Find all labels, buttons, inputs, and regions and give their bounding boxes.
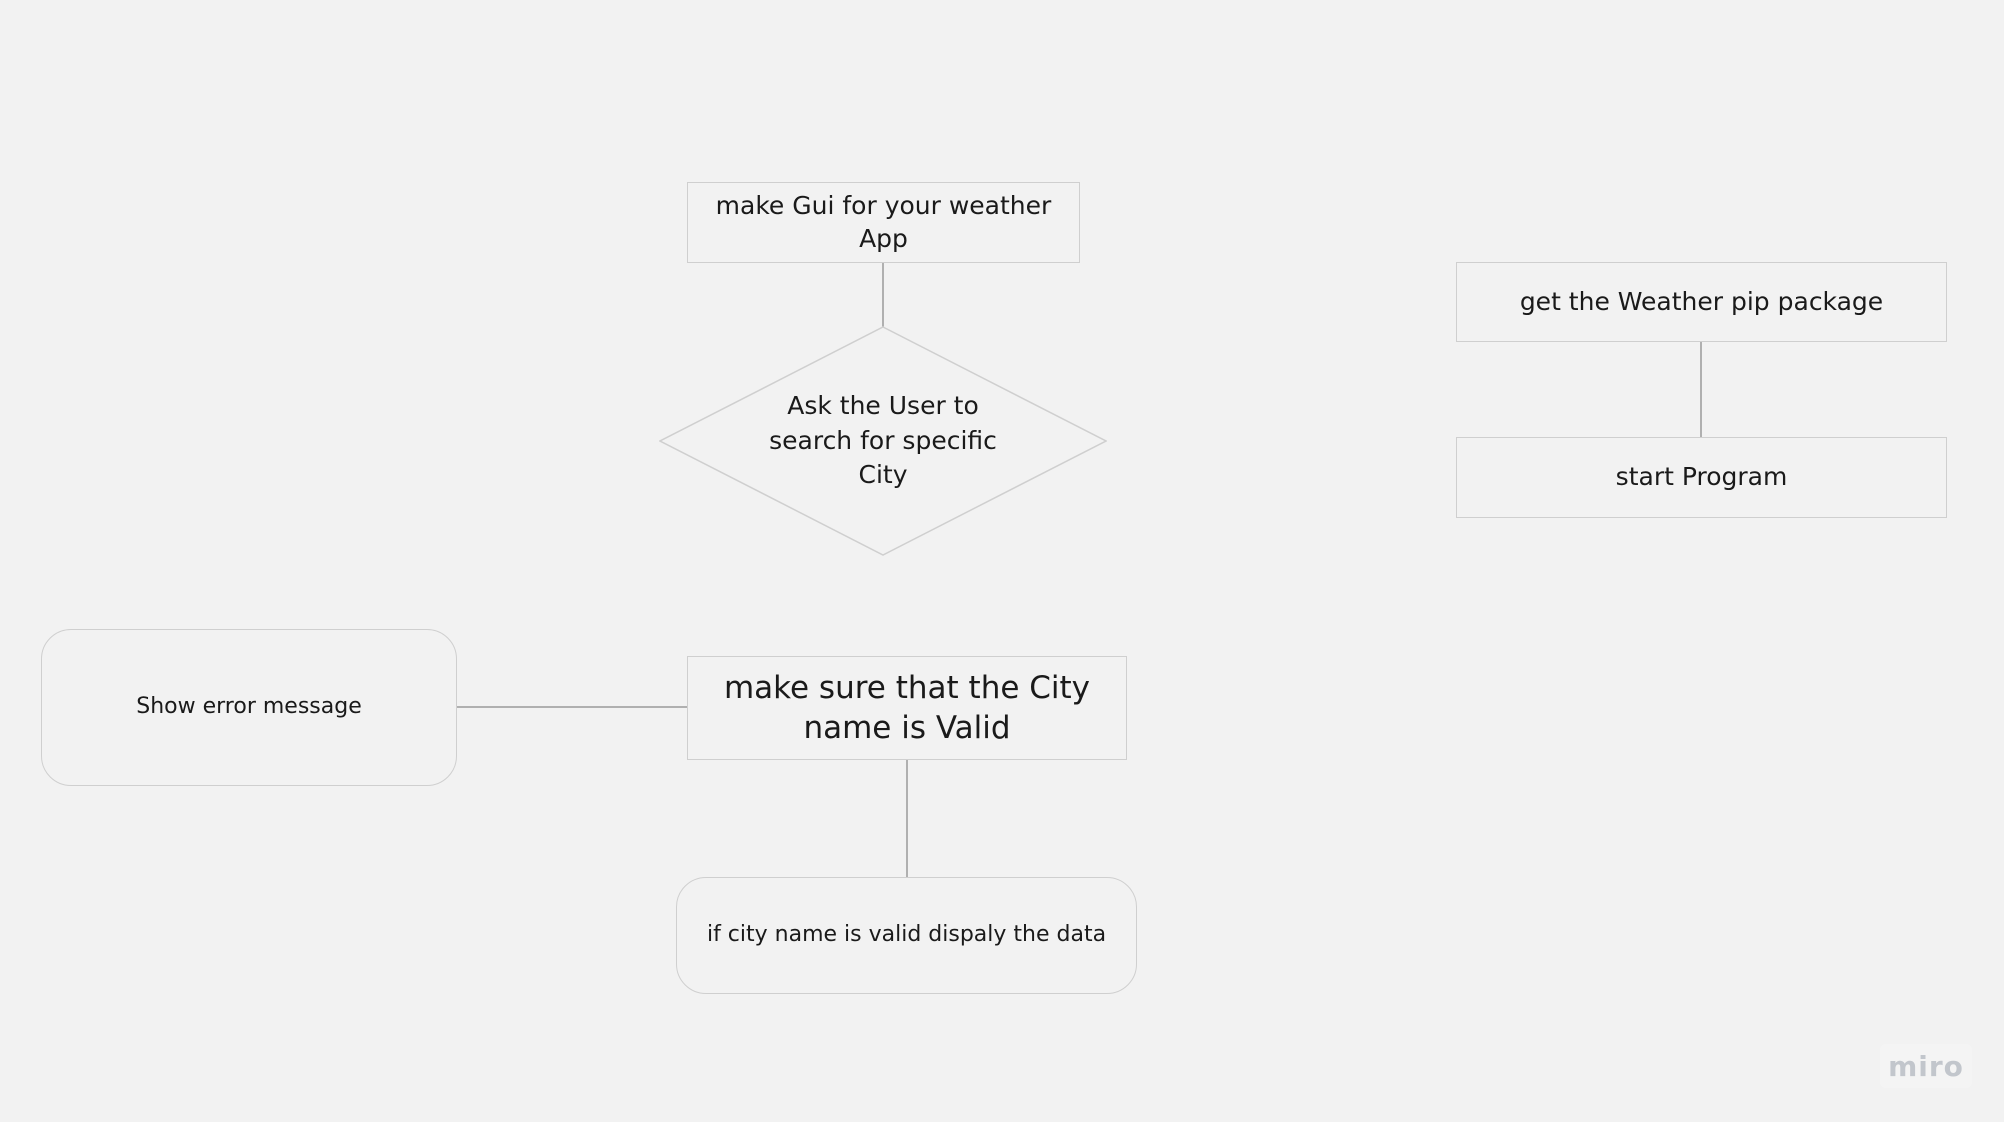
node-validate-city[interactable]: make sure that the City name is Valid <box>687 656 1127 760</box>
decision-ask-user[interactable]: Ask the User to search for specific City <box>659 326 1107 556</box>
diamond-shape <box>659 326 1107 556</box>
node-make-gui[interactable]: make Gui for your weather App <box>687 182 1080 263</box>
node-get-pip-package-label: get the Weather pip package <box>1519 286 1884 316</box>
node-start-program-label: start Program <box>1615 462 1788 492</box>
node-display-data-label: if city name is valid dispaly the data <box>706 922 1107 948</box>
node-show-error-label: Show error message <box>136 694 362 720</box>
node-display-data[interactable]: if city name is valid dispaly the data <box>676 877 1137 994</box>
node-start-program[interactable]: start Program <box>1456 437 1947 518</box>
node-show-error[interactable]: Show error message <box>41 629 457 786</box>
node-get-pip-package[interactable]: get the Weather pip package <box>1456 262 1947 342</box>
node-validate-city-label: make sure that the City name is Valid <box>723 669 1091 746</box>
node-make-gui-label: make Gui for your weather App <box>715 191 1052 253</box>
miro-logo: miro <box>1880 1044 1972 1088</box>
decision-ask-user-label: Ask the User to search for specific City <box>769 391 997 490</box>
